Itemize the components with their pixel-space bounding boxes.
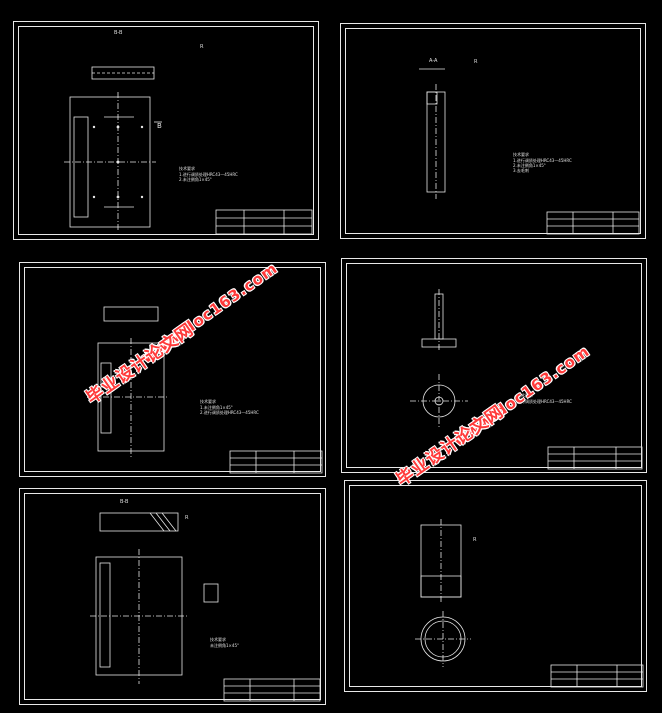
sheet-1-frame: [18, 26, 314, 235]
sheet-3-drawing: [92, 306, 323, 474]
sheet-3-frame: [24, 267, 321, 472]
notes-title: 技术要求: [200, 399, 216, 404]
roughness-mark: R: [473, 537, 477, 543]
notes-text: 1.进行调质处理HRC43—45HRC 2.未注倒角1×45°: [179, 172, 238, 182]
sheet-4-drawing: [410, 289, 643, 470]
sheet-5-drawing: [90, 512, 321, 702]
roughness-mark: R: [200, 44, 204, 50]
notes-title: 技术要求: [517, 393, 533, 398]
notes-title: 技术要求: [179, 166, 195, 171]
sheet-5-frame: [24, 493, 321, 700]
notes-text: 进行调质处理HRC43—45HRC: [517, 399, 572, 404]
drawing-sheet-1: B-B R B 技术要求 1.进行调质处理HRC43—45HRC 2.未注倒角1…: [13, 21, 319, 240]
sheet-6-drawing: [415, 519, 644, 688]
sheet-2-drawing: [419, 68, 640, 235]
notes-text: 未注倒角1×45°: [210, 643, 239, 648]
drawing-sheet-3: 技术要求 1.未注倒角1×45° 2.进行调质处理HRC43—45HRC: [19, 262, 326, 477]
drawing-sheet-2: A-A R 技术要求 1.进行调质处理HRC43—45HRC 2.未注倒角1×4…: [340, 23, 646, 239]
section-label: A-A: [429, 58, 438, 64]
sheet-2-frame: [345, 28, 641, 234]
notes-title: 技术要求: [513, 152, 529, 157]
drawing-sheet-5: B-B R 技术要求 未注倒角1×45°: [19, 488, 326, 705]
sheet-6-frame: [349, 485, 642, 687]
roughness-mark: R: [185, 515, 189, 521]
section-label: B-B: [120, 499, 129, 505]
drawing-sheet-4: 技术要求 进行调质处理HRC43—45HRC: [341, 258, 647, 473]
view-label: B: [157, 122, 162, 130]
notes-text: 1.未注倒角1×45° 2.进行调质处理HRC43—45HRC: [200, 405, 259, 415]
notes-text: 1.进行调质处理HRC43—45HRC 2.未注倒角1×45° 3.去毛刺: [513, 158, 572, 173]
drawing-sheet-6: R: [344, 480, 647, 692]
sheet-4-frame: [346, 263, 642, 468]
section-label: B-B: [114, 30, 123, 36]
sheet-1-drawing: [64, 66, 313, 235]
notes-title: 技术要求: [210, 637, 226, 642]
roughness-mark: R: [474, 59, 478, 65]
